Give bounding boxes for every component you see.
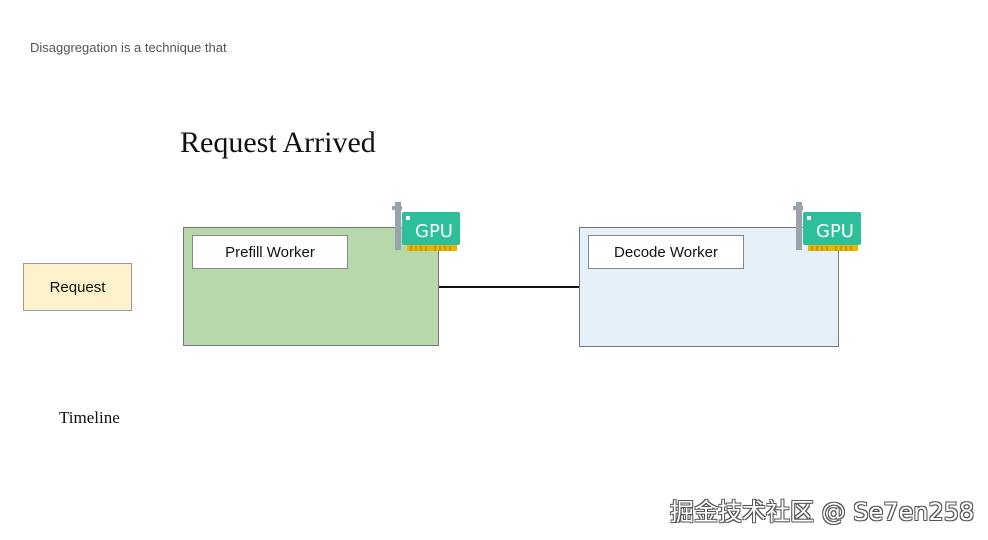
intro-text: Disaggregation is a technique that: [30, 40, 227, 55]
worker-connector-line: [439, 286, 579, 288]
gpu-icon: GPU: [392, 202, 460, 251]
decode-gpu-label: GPU: [816, 221, 854, 242]
prefill-worker-label: Prefill Worker: [192, 235, 348, 269]
timeline-label: Timeline: [59, 408, 120, 427]
decode-worker-box: Decode Worker: [579, 227, 839, 347]
request-box: Request: [23, 263, 132, 311]
request-label: Request: [49, 278, 106, 296]
gpu-icon: GPU: [793, 202, 861, 251]
watermark: 掘金技术社区 @ Se7en258: [670, 498, 975, 526]
decode-worker-label: Decode Worker: [588, 235, 744, 269]
prefill-gpu-label: GPU: [415, 221, 453, 242]
diagram-title: Request Arrived: [180, 126, 376, 159]
